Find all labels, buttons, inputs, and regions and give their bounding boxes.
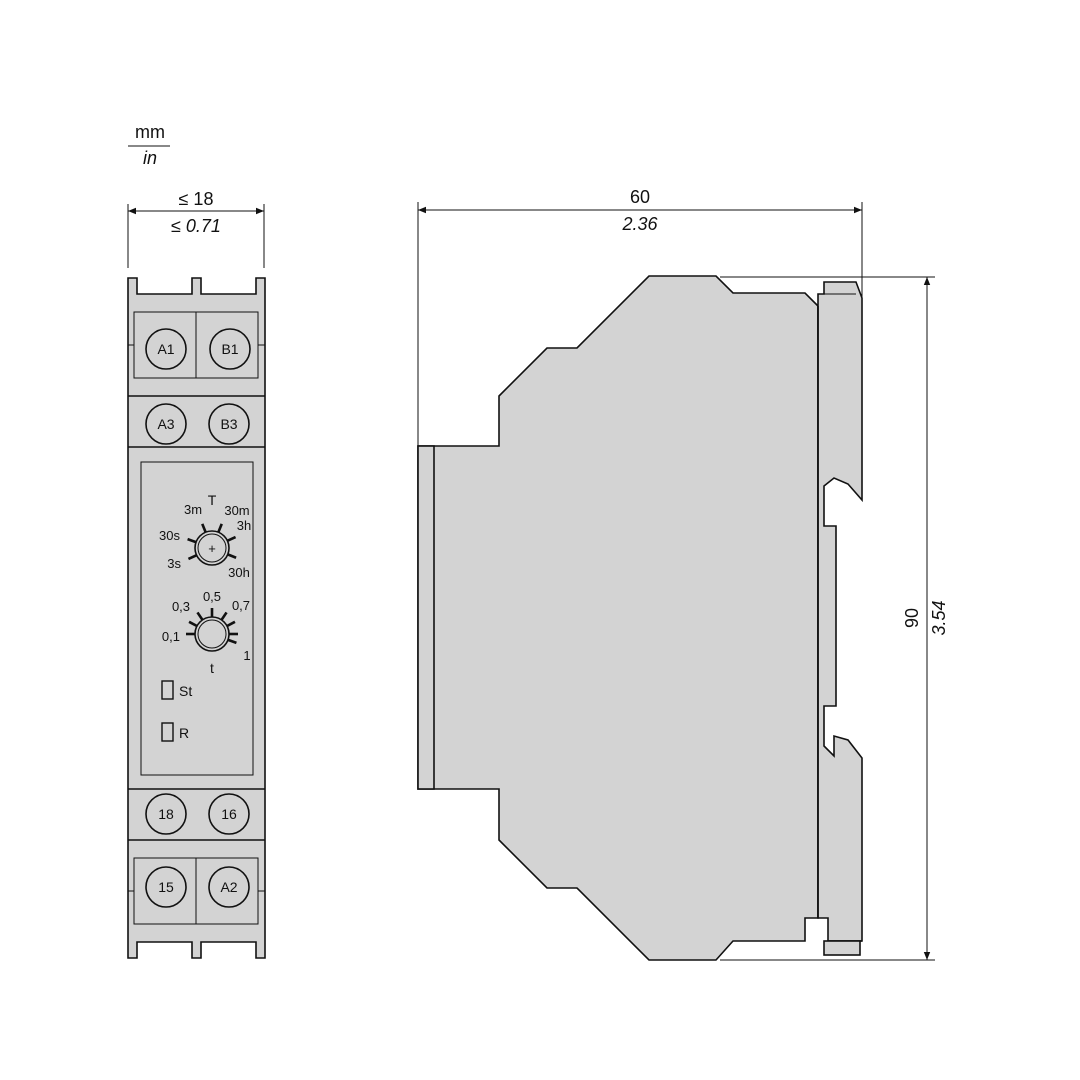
dial-T-label-30m: 30m bbox=[224, 503, 249, 518]
unit-mm: mm bbox=[135, 122, 165, 142]
indicator-st-label: St bbox=[179, 683, 192, 699]
knob-T-center-mark: + bbox=[208, 541, 216, 556]
svg-text:A1: A1 bbox=[157, 341, 174, 357]
dial-t-label-1: 1 bbox=[243, 648, 250, 663]
side-height-mm: 90 bbox=[902, 608, 922, 628]
terminal-a1: A1 bbox=[145, 328, 187, 370]
front-view: A1 B1 A3 B3 18 16 15 A2 bbox=[127, 277, 266, 959]
svg-text:16: 16 bbox=[221, 806, 237, 822]
dial-T-label-3h: 3h bbox=[237, 518, 251, 533]
front-width-in: ≤ 0.71 bbox=[171, 216, 221, 236]
dial-t: t 0,1 0,3 0,5 0,7 1 bbox=[162, 589, 251, 676]
svg-text:15: 15 bbox=[158, 879, 174, 895]
dial-T-label-3s: 3s bbox=[167, 556, 181, 571]
unit-in: in bbox=[143, 148, 157, 168]
front-width-dimension: ≤ 18 ≤ 0.71 bbox=[127, 189, 265, 268]
side-depth-dimension: 60 2.36 bbox=[417, 187, 863, 446]
units-legend: mm in bbox=[128, 122, 170, 168]
side-depth-in: 2.36 bbox=[621, 214, 658, 234]
svg-text:B3: B3 bbox=[220, 416, 237, 432]
dial-T-title: T bbox=[208, 492, 217, 508]
dial-T-label-30s: 30s bbox=[159, 528, 180, 543]
side-height-in: 3.54 bbox=[929, 600, 949, 635]
dial-t-title: t bbox=[210, 660, 214, 676]
dial-T: + T 3s 30s 3m 30m 3h 30h bbox=[159, 492, 251, 580]
front-width-mm: ≤ 18 bbox=[179, 189, 214, 209]
terminal-b3: B3 bbox=[208, 403, 250, 445]
knob-t bbox=[194, 616, 230, 652]
knob-T bbox=[194, 530, 230, 566]
side-front-cover bbox=[417, 445, 435, 790]
dial-T-label-3m: 3m bbox=[184, 502, 202, 517]
svg-text:18: 18 bbox=[158, 806, 174, 822]
terminal-a3: A3 bbox=[145, 403, 187, 445]
indicator-r: R bbox=[161, 722, 189, 742]
dial-t-label-0-7: 0,7 bbox=[232, 598, 250, 613]
din-clip bbox=[817, 281, 863, 942]
svg-text:A3: A3 bbox=[157, 416, 174, 432]
indicator-r-label: R bbox=[179, 725, 189, 741]
side-depth-mm: 60 bbox=[630, 187, 650, 207]
svg-text:A2: A2 bbox=[220, 879, 237, 895]
terminal-15: 15 bbox=[145, 866, 187, 908]
terminal-a2: A2 bbox=[208, 866, 250, 908]
svg-text:B1: B1 bbox=[221, 341, 238, 357]
indicator-st: St bbox=[161, 680, 192, 700]
side-body bbox=[417, 275, 819, 961]
dial-t-label-0-3: 0,3 bbox=[172, 599, 190, 614]
front-panel bbox=[140, 461, 254, 776]
dial-T-label-30h: 30h bbox=[228, 565, 250, 580]
dial-t-label-0-5: 0,5 bbox=[203, 589, 221, 604]
side-height-dimension: 90 3.54 bbox=[720, 276, 949, 961]
led-r bbox=[161, 722, 174, 742]
led-st bbox=[161, 680, 174, 700]
terminal-16: 16 bbox=[208, 793, 250, 835]
terminal-18: 18 bbox=[145, 793, 187, 835]
dial-t-label-0-1: 0,1 bbox=[162, 629, 180, 644]
side-view bbox=[417, 275, 863, 961]
terminal-b1: B1 bbox=[209, 328, 251, 370]
